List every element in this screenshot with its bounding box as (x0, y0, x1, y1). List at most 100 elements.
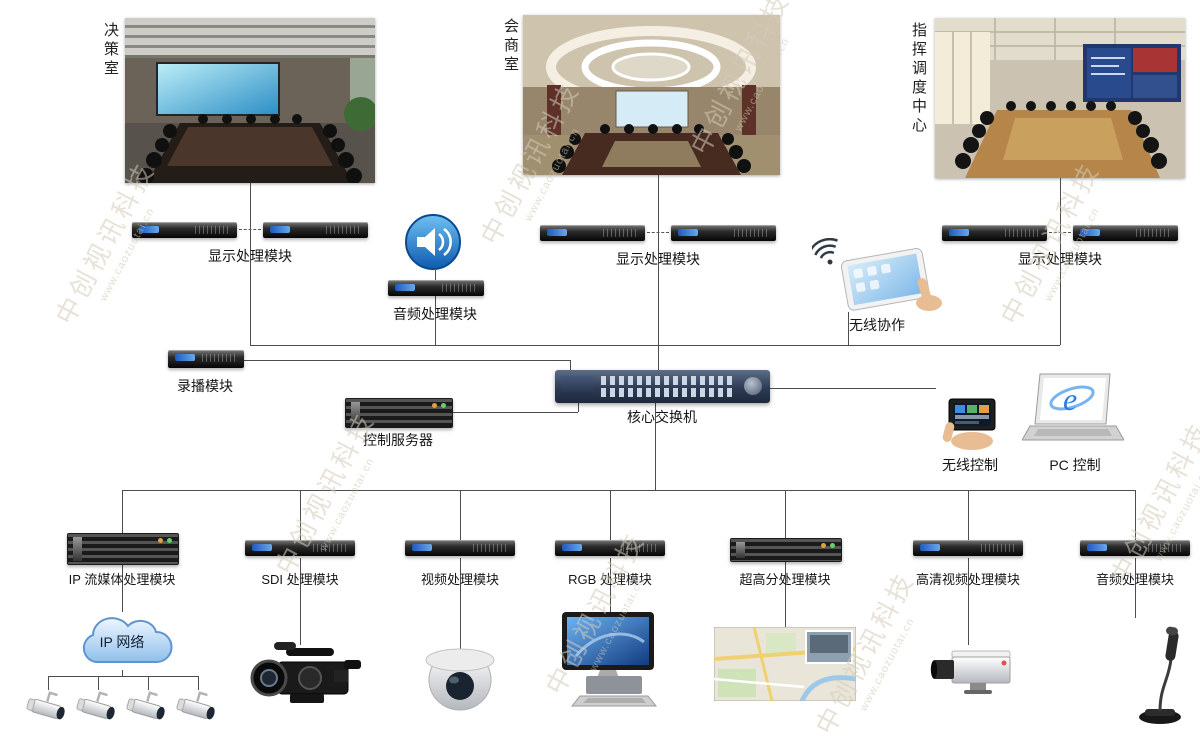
connector-line (300, 558, 301, 645)
connector-line (460, 558, 461, 650)
room-label-consult: 会商室 (502, 18, 519, 75)
connector-line (435, 296, 436, 345)
bottom-module-label: 音频处理模块 (1095, 572, 1174, 587)
wireless-collab-tablet (832, 240, 942, 312)
bottom-module-label: SDI 处理模块 (261, 572, 339, 587)
bullet-camera-icon (25, 686, 71, 734)
ip-network-label: IP 网络 (99, 634, 145, 650)
map-display-icon (714, 627, 856, 701)
connector-line (460, 490, 461, 540)
display-processor-device (263, 222, 368, 238)
connector-line-dashed (647, 232, 669, 233)
ie-logo: e (1063, 381, 1077, 417)
bullet-camera-icon (75, 686, 121, 734)
display-processor-device (540, 225, 645, 241)
connector-line (785, 560, 786, 628)
connector-line (968, 490, 969, 540)
bottom-module-label: 视频处理模块 (420, 572, 499, 587)
bottom-module-label: 超高分处理模块 (739, 572, 831, 587)
camcorder-icon (248, 636, 363, 712)
bottom-module-label: 高清视频处理模块 (915, 572, 1020, 587)
connector-line (770, 388, 936, 389)
control-server-device (345, 398, 453, 428)
connector-line (122, 490, 123, 533)
display-processor-device (671, 225, 776, 241)
room-label-decision: 决策室 (102, 22, 119, 79)
connector-line (578, 402, 579, 412)
room-photo-command (935, 18, 1185, 178)
ip-network-cloud: IP 网络 (70, 612, 174, 670)
connector-line (148, 676, 149, 690)
uhd-device (730, 538, 842, 562)
connector-line (122, 670, 123, 676)
connector-line (1135, 490, 1136, 540)
switch-brand-panel (561, 376, 593, 396)
connector-line (785, 490, 786, 538)
display-processor-device (132, 222, 237, 238)
speaker-icon (403, 212, 463, 272)
connector-line (198, 676, 199, 690)
room-label-command: 指挥调度中心 (910, 22, 927, 136)
pc-control-label: PC 控制 (1049, 457, 1101, 473)
connector-line (658, 175, 659, 372)
bullet-camera-icon (125, 686, 171, 734)
display-module-label: 显示处理模块 (1018, 251, 1102, 267)
recording-module-label: 录播模块 (177, 378, 233, 394)
connector-line-dashed (1049, 232, 1071, 233)
display-processor-device (1073, 225, 1178, 241)
core-switch-label: 核心交换机 (627, 409, 697, 425)
bullet-camera-icon (175, 686, 221, 734)
wireless-control-tablet (936, 396, 1006, 450)
bottom-module-label: IP 流媒体处理模块 (68, 572, 176, 587)
room-photo-decision (125, 18, 375, 183)
computer-icon (556, 612, 668, 708)
switch-uplink-port (744, 377, 762, 395)
display-module-label: 显示处理模块 (616, 251, 700, 267)
rgb-device (555, 540, 665, 556)
wireless-control-label: 无线控制 (942, 457, 998, 473)
control-server-label: 控制服务器 (363, 432, 433, 448)
connector-line (848, 312, 849, 345)
wireless-collab-label: 无线协作 (849, 317, 905, 333)
connector-bus (48, 676, 198, 677)
connector-line (244, 360, 570, 361)
audio-device-bottom (1080, 540, 1190, 556)
connector-line (655, 403, 656, 490)
display-module-label: 显示处理模块 (208, 248, 292, 264)
connector-bus (250, 345, 1060, 346)
bottom-module-label: RGB 处理模块 (568, 572, 652, 587)
connector-line (1060, 178, 1061, 345)
switch-ports-row (601, 376, 736, 385)
audio-processor-device (388, 280, 484, 296)
connector-line (1135, 558, 1136, 618)
connector-line-dashed (239, 229, 261, 230)
hd-video-device (913, 540, 1023, 556)
recording-device (168, 350, 244, 368)
connector-line (451, 412, 578, 413)
connector-line (968, 558, 969, 645)
dome-camera-icon (421, 642, 499, 718)
switch-ports-row (601, 388, 736, 397)
display-processor-device (942, 225, 1047, 241)
connector-line (300, 490, 301, 540)
connector-line (48, 676, 49, 690)
connector-line (610, 490, 611, 540)
conference-mic-icon (1133, 615, 1193, 727)
video-device (405, 540, 515, 556)
connector-bus (122, 490, 1135, 491)
room-photo-consult (523, 15, 780, 175)
connector-line (570, 360, 571, 372)
connector-line (435, 270, 436, 280)
pc-control-laptop: e (1022, 372, 1124, 452)
connector-line (98, 676, 99, 690)
box-camera-icon (926, 641, 1018, 698)
core-switch-device (555, 370, 770, 403)
audio-module-label: 音频处理模块 (393, 306, 477, 322)
connector-line (610, 558, 611, 615)
sdi-device (245, 540, 355, 556)
wifi-icon (812, 238, 848, 268)
ip-stream-device (67, 533, 179, 565)
connector-line (250, 183, 251, 345)
